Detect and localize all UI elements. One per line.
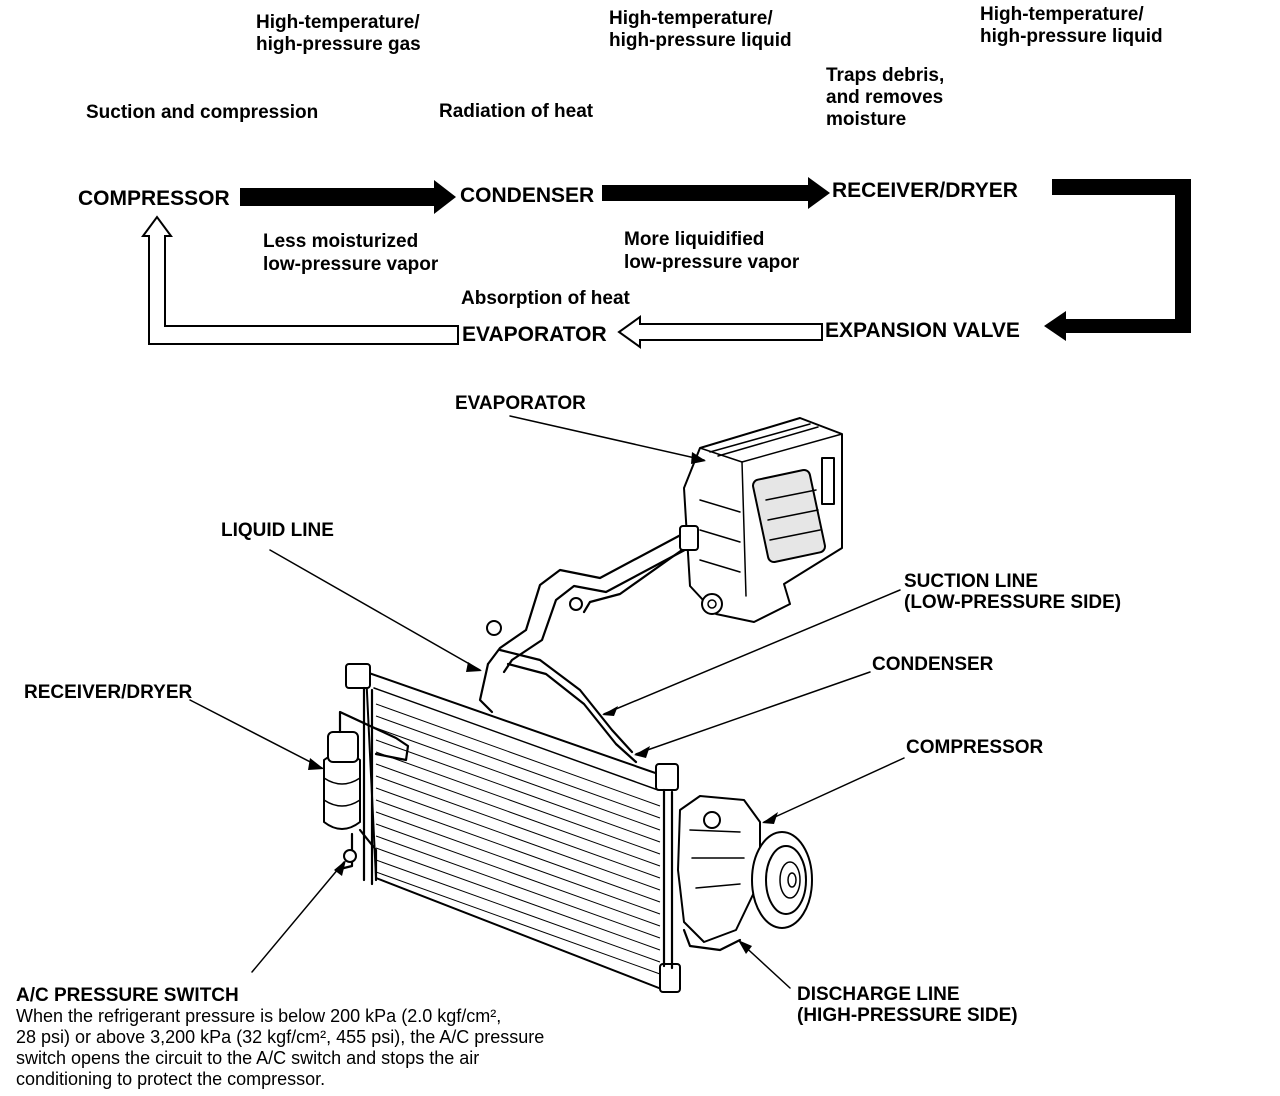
callout-suction-line: SUCTION LINE (LOW-PRESSURE SIDE) — [904, 571, 1121, 613]
condenser-unit — [345, 663, 681, 993]
evaporator-unit — [683, 417, 843, 623]
function-label-compressor: Suction and compression — [86, 102, 318, 123]
component-illustration: EVAPORATOR LIQUID LINE SUCTION LINE (LOW… — [16, 393, 1121, 1089]
callout-compressor: COMPRESSOR — [906, 737, 1044, 758]
compressor-unit — [677, 795, 813, 952]
arrow-receiver-to-expansion — [1044, 179, 1191, 341]
leader-lines — [189, 415, 905, 989]
function-label-evaporator: Absorption of heat — [461, 288, 631, 309]
node-condenser: CONDENSER — [460, 184, 594, 207]
pressure-switch-title: A/C PRESSURE SWITCH — [16, 985, 239, 1006]
node-evaporator: EVAPORATOR — [462, 323, 607, 346]
function-label-condenser: Radiation of heat — [439, 101, 594, 122]
arrow-expansion-to-evaporator — [617, 315, 823, 349]
refrigerant-cycle: High-temperature/ high-pressure gas High… — [78, 4, 1191, 349]
state-label-after-evaporator: Less moisturized low-pressure vapor — [263, 231, 439, 275]
callout-evaporator: EVAPORATOR — [455, 393, 586, 414]
callout-liquid-line: LIQUID LINE — [221, 520, 334, 541]
callout-receiver-dryer: RECEIVER/DRYER — [24, 682, 192, 703]
node-receiver-dryer: RECEIVER/DRYER — [832, 179, 1018, 202]
state-label-after-expansion: More liquidified low-pressure vapor — [624, 229, 800, 273]
state-label-after-condenser: High-temperature/ high-pressure liquid — [609, 8, 792, 51]
node-compressor: COMPRESSOR — [78, 187, 230, 210]
arrow-compressor-to-condenser — [240, 180, 456, 214]
function-label-receiver-dryer: Traps debris, and removes moisture — [826, 65, 950, 130]
pressure-switch-description: When the refrigerant pressure is below 2… — [16, 1006, 549, 1089]
state-label-after-receiver: High-temperature/ high-pressure liquid — [980, 4, 1163, 47]
callout-condenser: CONDENSER — [872, 654, 994, 675]
state-label-after-compressor: High-temperature/ high-pressure gas — [256, 12, 425, 55]
callout-discharge-line: DISCHARGE LINE (HIGH-PRESSURE SIDE) — [797, 984, 1018, 1026]
node-expansion-valve: EXPANSION VALVE — [825, 319, 1020, 342]
arrow-condenser-to-receiver — [602, 177, 830, 209]
refrigerant-lines — [478, 525, 699, 764]
arrow-evaporator-to-compressor — [141, 215, 459, 345]
